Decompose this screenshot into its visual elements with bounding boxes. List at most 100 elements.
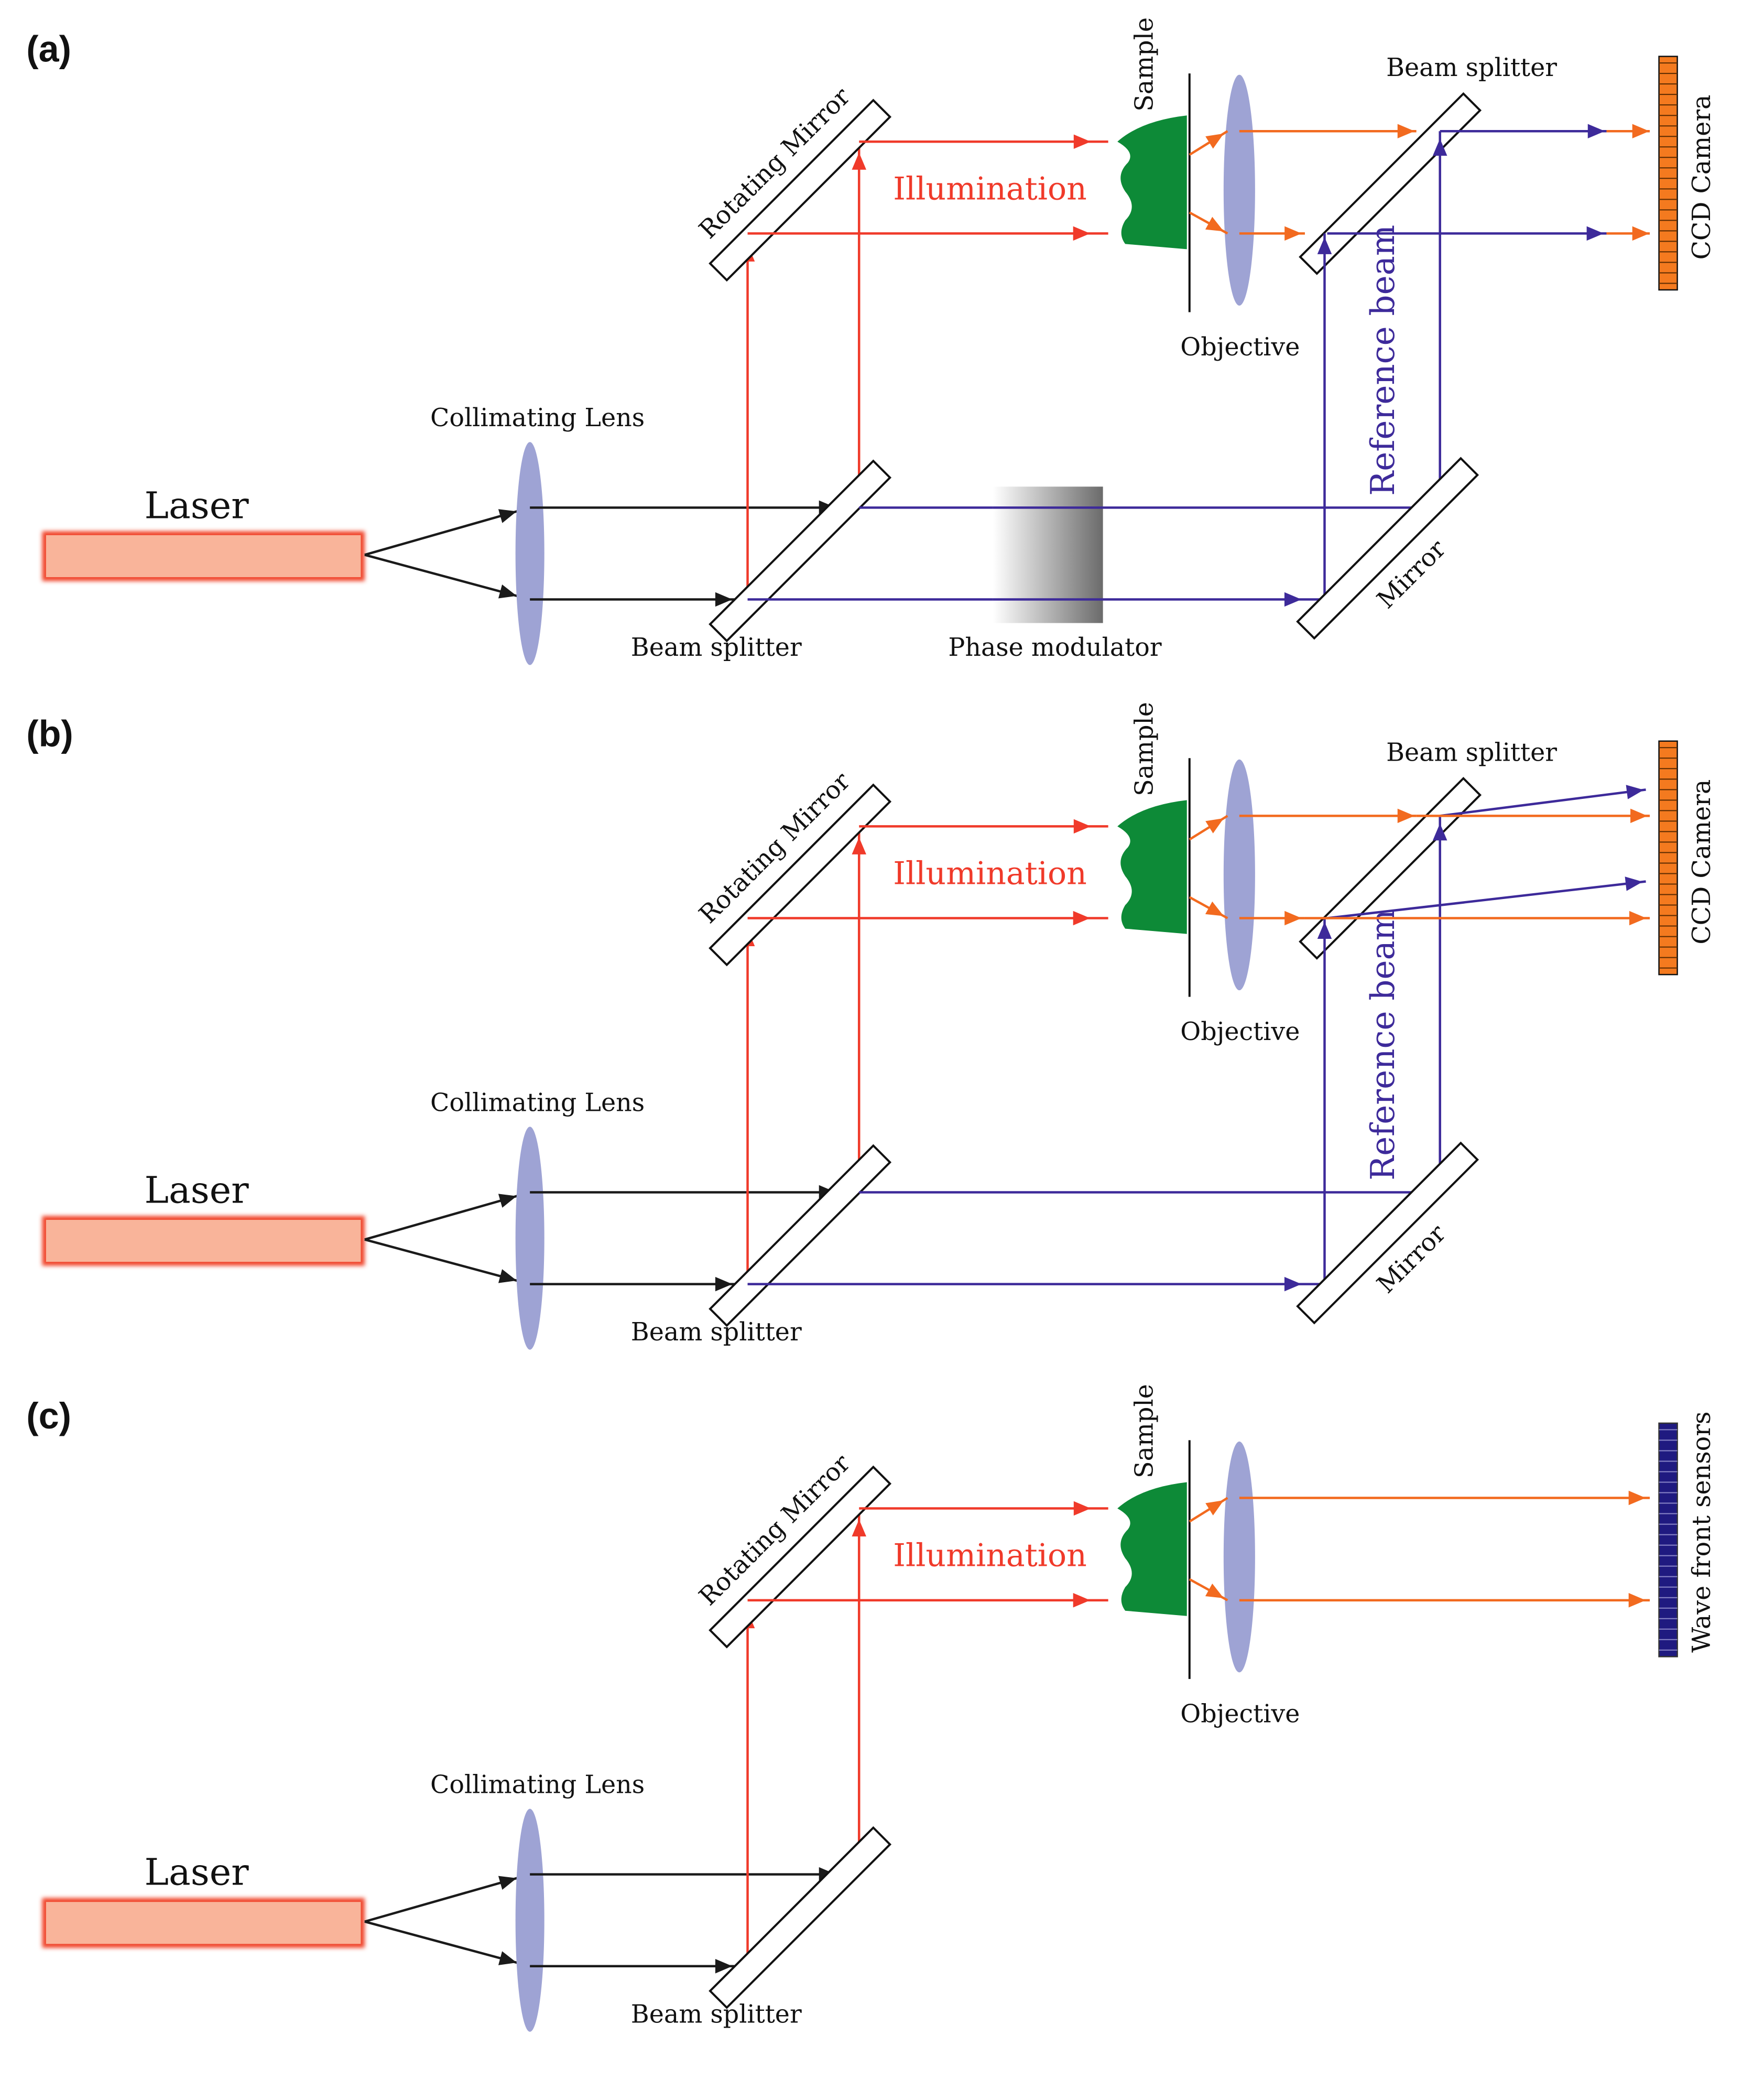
illumination-up-right-arrow <box>852 153 866 170</box>
illumination-top-arrow <box>1073 1501 1091 1516</box>
rotating-mirror <box>709 99 892 282</box>
diverging-ray-bottom-arrow <box>498 1269 517 1283</box>
reference-beam-label: Reference beam <box>1364 909 1402 1181</box>
reference-path-bottom-arrow <box>1284 1276 1302 1292</box>
beam-splitter-1 <box>709 459 892 643</box>
illumination-up-right-arrow <box>852 1519 866 1537</box>
reference-path-bottom-arrow <box>1284 592 1302 607</box>
ccd-camera <box>1658 56 1678 291</box>
laser-label: Laser <box>145 1169 249 1212</box>
panel-label: (a) <box>26 29 71 70</box>
reference-vertical-right-arrow <box>1432 823 1447 841</box>
sample <box>1117 758 1191 997</box>
object-wave-bottom-arrow <box>1284 911 1302 926</box>
collimating-lens <box>515 1809 545 2032</box>
object-ray-2-arrow <box>1205 216 1224 232</box>
objective-lens <box>1223 759 1255 991</box>
objective-lens <box>1223 74 1255 306</box>
laser-label: Laser <box>145 484 249 527</box>
ccd-camera <box>1658 740 1678 976</box>
laser <box>46 535 361 577</box>
reference-vertical-left-arrow <box>1317 237 1332 254</box>
objective-label: Objective <box>1180 1017 1300 1046</box>
objective-label: Objective <box>1180 1699 1300 1728</box>
mirror <box>1296 1141 1479 1325</box>
illumination-bottom-arrow <box>1073 226 1091 241</box>
beam-splitter-1 <box>709 1144 892 1327</box>
reference-beam-label: Reference beam <box>1364 225 1402 496</box>
reference-to-detector-bottom <box>1327 880 1646 919</box>
rotating-mirror <box>709 783 892 967</box>
rotating-mirror <box>709 1465 892 1649</box>
collimated-beam-bottom-arrow <box>715 592 733 607</box>
object-ray-1-arrow <box>1205 133 1224 149</box>
reference-vertical-right-arrow <box>1432 138 1447 156</box>
diverging-ray-top-arrow <box>498 1876 517 1890</box>
sample-shape <box>1117 115 1187 250</box>
collimating-lens <box>515 442 545 665</box>
object-wave-top-arrow <box>1397 808 1415 824</box>
diverging-ray-bottom-arrow <box>498 584 517 599</box>
object-wave-bottom-arrow <box>1628 1593 1646 1608</box>
collimating-lens-label: Collimating Lens <box>430 1088 645 1117</box>
illumination-bottom-arrow <box>1073 1593 1091 1608</box>
reference-to-detector-bottom-arrow <box>1586 226 1604 241</box>
mirror <box>1296 457 1479 640</box>
object-to-detector-top-arrow <box>1630 808 1648 824</box>
laser <box>46 1220 361 1262</box>
beam-splitter-2 <box>1299 777 1482 960</box>
beam-splitter-2-label: Beam splitter <box>1386 738 1557 767</box>
reference-to-detector-bottom-arrow <box>1625 876 1643 891</box>
ccd-camera-label: CCD Camera <box>1687 779 1716 945</box>
illumination-label: Illumination <box>893 170 1087 207</box>
object-to-detector-bottom-arrow <box>1632 226 1650 241</box>
collimating-lens <box>515 1127 545 1350</box>
collimated-beam-bottom-arrow <box>715 1959 733 1974</box>
laser-label: Laser <box>145 1851 249 1894</box>
beam-splitter-1-label: Beam splitter <box>631 633 802 662</box>
sample-label: Sample <box>1130 1384 1159 1478</box>
reference-to-detector-top <box>1440 788 1646 817</box>
object-to-detector-top-arrow <box>1632 124 1650 138</box>
beam-splitter-1-label: Beam splitter <box>631 1318 802 1347</box>
object-wave-top-arrow <box>1628 1490 1646 1506</box>
ccd-body <box>1658 56 1678 291</box>
wave-front-sensor-body <box>1658 1422 1678 1658</box>
reference-vertical-left-arrow <box>1317 922 1332 939</box>
illumination-label: Illumination <box>893 1537 1087 1574</box>
sample <box>1117 1440 1191 1679</box>
objective-lens <box>1223 1441 1255 1673</box>
beam-splitter-1 <box>709 1826 892 2009</box>
object-wave-bottom-arrow <box>1284 226 1302 241</box>
sample-label: Sample <box>1130 17 1159 112</box>
beam-splitter-1-label: Beam splitter <box>631 2000 802 2029</box>
object-ray-2-arrow <box>1205 901 1224 916</box>
panel-label: (b) <box>26 713 73 754</box>
ccd-body <box>1658 740 1678 976</box>
beam-splitter-2 <box>1299 92 1482 275</box>
object-ray-1-arrow <box>1205 1500 1224 1515</box>
illumination-top-arrow <box>1073 819 1091 834</box>
laser <box>46 1902 361 1944</box>
object-wave-top-arrow <box>1397 124 1415 138</box>
collimating-lens-label: Collimating Lens <box>430 404 645 432</box>
illumination-label: Illumination <box>893 855 1087 892</box>
diverging-ray-top-arrow <box>498 509 517 523</box>
ccd-camera-label: CCD Camera <box>1687 95 1716 260</box>
illumination-up-right-arrow <box>852 837 866 854</box>
diverging-ray-top-arrow <box>498 1194 517 1208</box>
illumination-top-arrow <box>1073 134 1091 149</box>
reference-to-detector-top-arrow <box>1626 785 1644 799</box>
wave-front-sensors-label: Wave front sensors <box>1687 1412 1716 1653</box>
sample-shape <box>1117 1482 1187 1616</box>
objective-label: Objective <box>1180 333 1300 362</box>
diverging-ray-bottom-arrow <box>498 1951 517 1965</box>
illumination-bottom-arrow <box>1073 911 1091 926</box>
phase-modulator-label: Phase modulator <box>948 633 1162 662</box>
panel-label: (c) <box>26 1395 71 1436</box>
object-to-detector-bottom-arrow <box>1629 911 1647 926</box>
collimating-lens-label: Collimating Lens <box>430 1771 645 1800</box>
